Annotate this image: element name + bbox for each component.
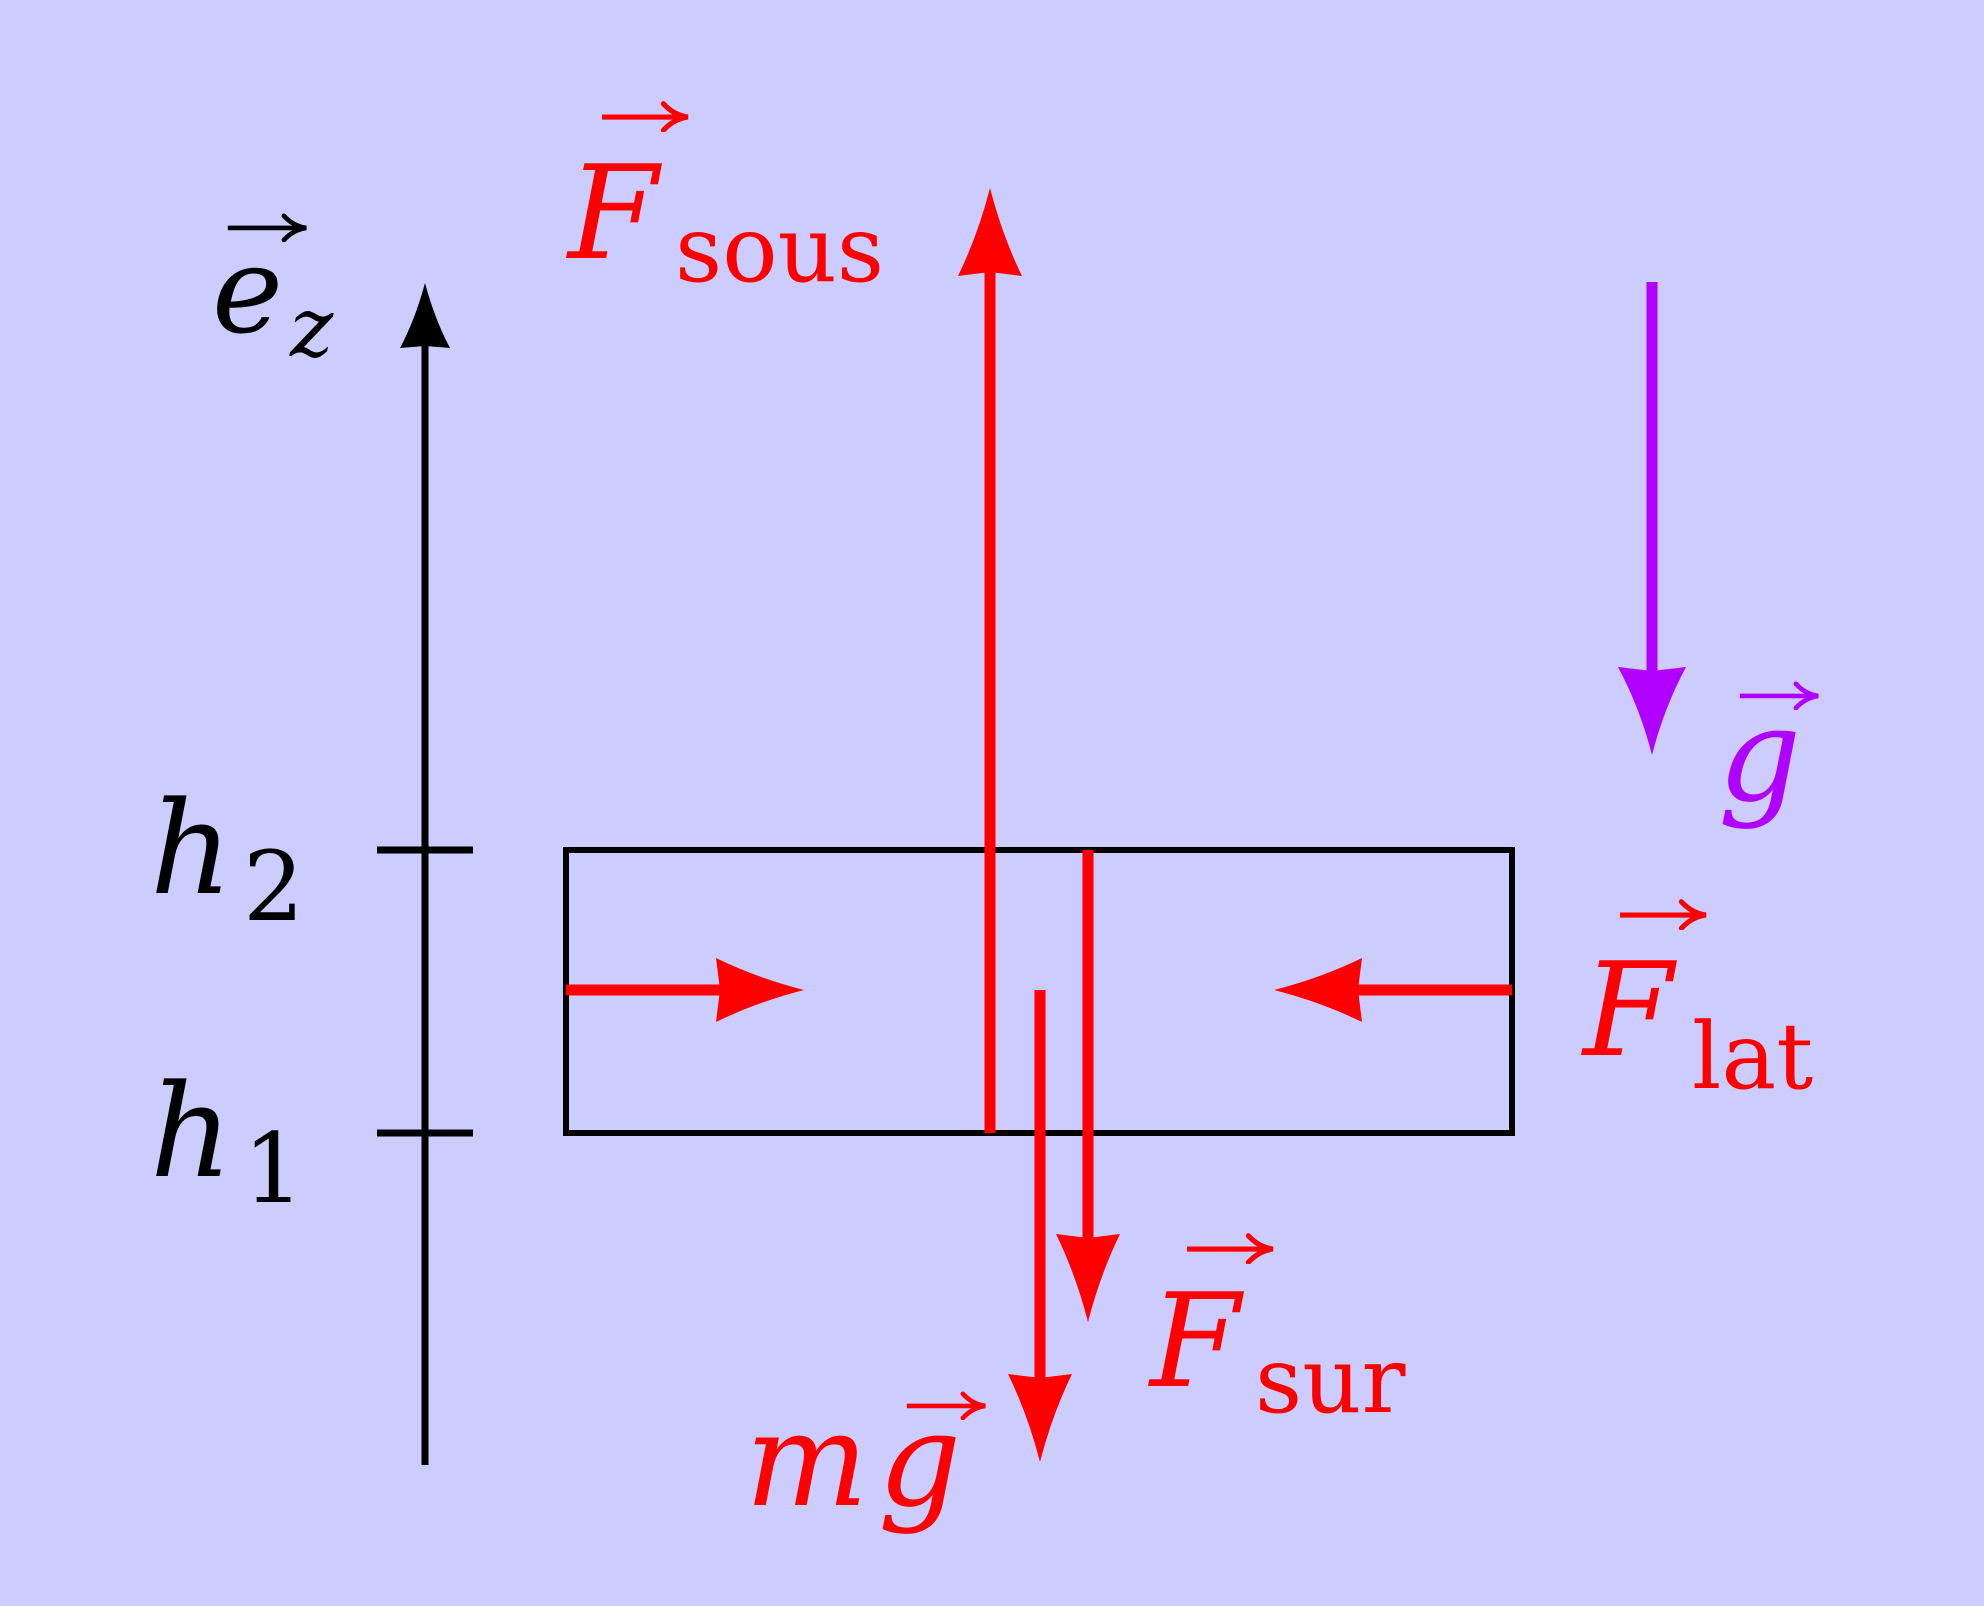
z-axis [400,283,450,1465]
f-sous-vector-arrow [602,104,688,131]
label-f-lat-base: F [1581,934,1678,1086]
tick-h2: h 2 [150,775,473,943]
force-sous-arrowhead [958,188,1022,276]
force-weight-arrow [1008,990,1072,1462]
f-lat-vector-arrow [1620,902,1706,929]
label-f-sous-sub: sous [675,196,884,303]
z-axis-arrowhead [400,283,450,348]
tick-h2-base: h [150,775,232,924]
gravity-arrowhead [1618,667,1686,755]
axis-label-ez: e z [212,216,334,376]
f-sur-vector-arrow [1187,1236,1273,1263]
label-f-lat-sub: lat [1692,1003,1813,1110]
label-f-sur-sub: sur [1255,1327,1405,1434]
force-sur-arrowhead [1056,1234,1120,1322]
label-f-sur: F sur [1148,1236,1405,1434]
label-f-sur-base: F [1148,1265,1245,1417]
tick-h1: h 1 [150,1058,473,1225]
force-sous-arrow [958,188,1022,1133]
force-lat-left-arrowhead [716,958,804,1022]
axis-label-base: e [212,222,283,361]
label-f-sous: F sous [566,104,884,303]
tick-h1-base: h [150,1058,232,1207]
label-weight: m g [745,1384,985,1536]
force-weight-arrowhead [1008,1374,1072,1462]
force-lat-left-arrow [566,958,804,1022]
gravity-arrow [1618,282,1686,755]
tick-h2-sub: 2 [243,831,304,943]
force-sur-arrow [1056,850,1120,1322]
tick-h1-sub: 1 [243,1113,304,1225]
axis-label-sub: z [289,281,334,376]
label-f-sous-base: F [566,137,663,289]
force-lat-right-arrowhead [1274,958,1362,1022]
label-weight-m: m [745,1384,868,1536]
label-weight-g: g [878,1384,961,1536]
label-g-text: g [1718,679,1801,831]
force-lat-right-arrow [1274,958,1512,1022]
label-f-lat: F lat [1581,902,1813,1110]
label-g: g [1718,679,1818,831]
